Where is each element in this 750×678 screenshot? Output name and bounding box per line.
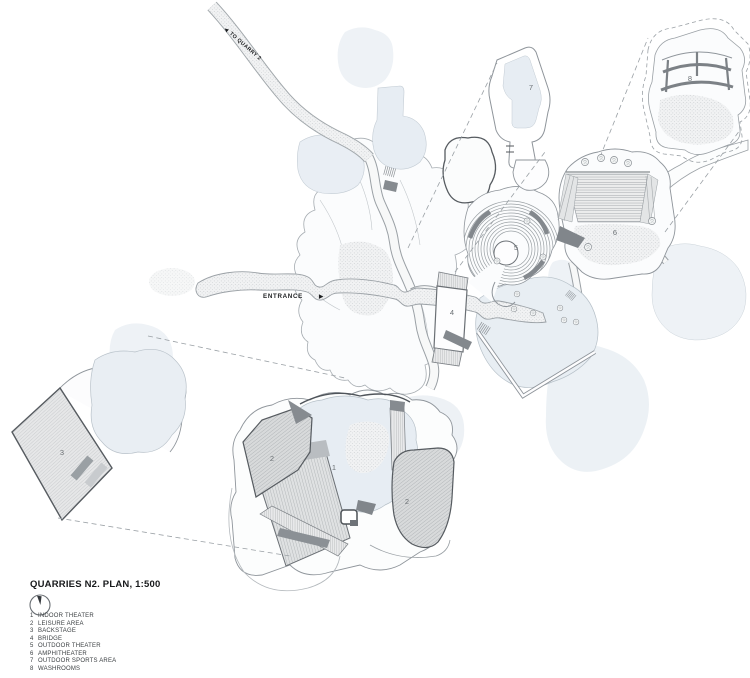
entrance-walkway xyxy=(195,271,547,324)
marker-amphitheater: 6 xyxy=(613,228,617,237)
legend-label: BRIDGE xyxy=(38,635,63,642)
leisure-area-left xyxy=(242,400,313,498)
marker-indoor-theater: 1 xyxy=(332,463,336,472)
backstage-detail xyxy=(11,349,187,522)
legend-num: 1 xyxy=(30,613,34,619)
marker-sports-area: 7 xyxy=(529,83,533,92)
legend-num: 2 xyxy=(30,620,34,627)
arrow-right-icon: ▶ xyxy=(318,294,324,300)
legend-num: 5 xyxy=(30,643,34,649)
legend-item: 8 WASHROOMS xyxy=(30,666,116,674)
marker-leisure-left: 2 xyxy=(270,454,274,463)
legend-item: 5 OUTDOOR THEATER xyxy=(30,643,116,651)
quarry-path xyxy=(207,1,374,163)
legend-label: INDOOR THEATER xyxy=(38,613,94,619)
to-quarry-text: TO QUARRY 2 xyxy=(228,31,262,62)
legend-label: BACKSTAGE xyxy=(38,628,77,634)
outdoor-theater xyxy=(463,186,560,308)
legend-label: OUTDOOR SPORTS AREA xyxy=(38,658,117,664)
arrow-left-icon: ◀ xyxy=(223,26,230,33)
north-arrow-icon xyxy=(29,594,51,616)
marker-backstage: 3 xyxy=(60,448,64,457)
legend-item: 1 INDOOR THEATER xyxy=(30,613,116,621)
marker-bridge: 4 xyxy=(450,308,454,317)
marker-outdoor-theater: 5 xyxy=(514,243,518,252)
stipple-grounds xyxy=(338,241,394,473)
page-title: QUARRIES N2. PLAN, 1:500 xyxy=(30,579,161,590)
plaza-loop-path xyxy=(476,289,597,399)
leisure-area-right xyxy=(389,400,455,549)
detail-leader-lines xyxy=(57,37,741,557)
washrooms-detail xyxy=(642,18,750,163)
legend-num: 7 xyxy=(30,658,34,664)
entrance-text: ENTRANCE xyxy=(263,293,303,300)
legend: 1 INDOOR THEATER 2 LEISURE AREA 3 BACKSTAGE… xyxy=(30,613,116,673)
title-block: QUARRIES N2. PLAN, 1:500 xyxy=(30,579,160,590)
legend-item: 6 AMPHITHEATER xyxy=(30,651,116,659)
legend-label: OUTDOOR THEATER xyxy=(38,643,101,649)
legend-num: 4 xyxy=(30,635,34,642)
amphitheater xyxy=(556,148,676,280)
legend-num: 3 xyxy=(30,628,34,634)
marker-leisure-right: 2 xyxy=(405,497,409,506)
stair-ramps xyxy=(383,165,398,192)
legend-item: 7 OUTDOOR SPORTS AREA xyxy=(30,658,116,666)
legend-item: 3 BACKSTAGE xyxy=(30,628,116,636)
legend-label: WASHROOMS xyxy=(38,665,81,672)
legend-label: AMPHITHEATER xyxy=(38,650,87,657)
legend-num: 6 xyxy=(30,650,34,657)
legend-item: 4 BRIDGE xyxy=(30,636,116,644)
legend-num: 8 xyxy=(30,665,34,672)
legend-item: 2 LEISURE AREA xyxy=(30,621,116,629)
bridge xyxy=(431,271,472,367)
sports-area-detail xyxy=(488,46,551,191)
legend-label: LEISURE AREA xyxy=(38,620,84,627)
marker-washrooms: 8 xyxy=(688,74,692,83)
